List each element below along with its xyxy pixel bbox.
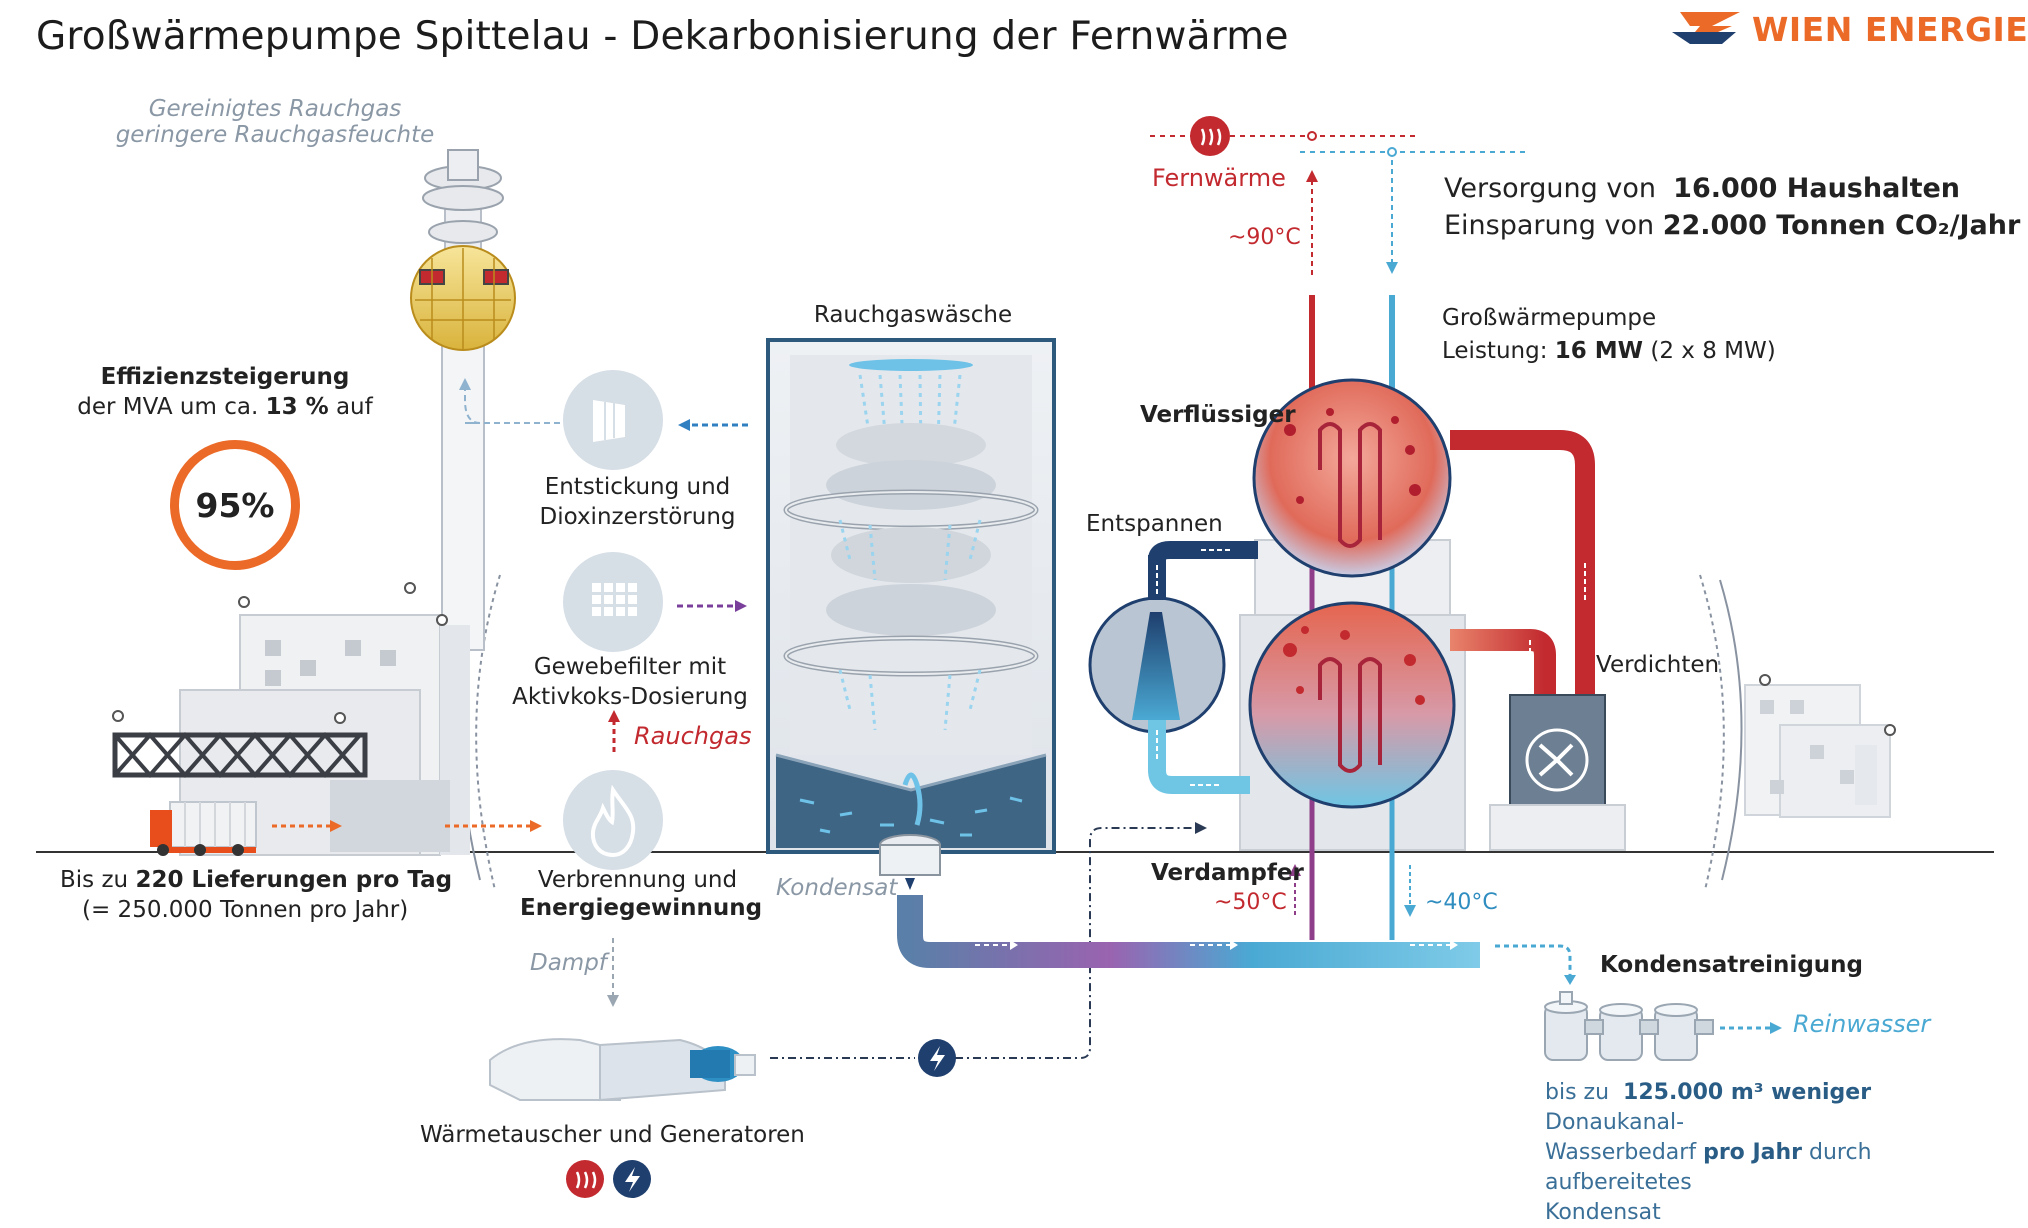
rauchgas-label: Rauchgas: [634, 722, 752, 750]
catalyst-icon: [563, 370, 663, 470]
expansion-valve: [1088, 541, 1258, 794]
evaporator-label: Verdampfer: [1151, 860, 1304, 886]
supply-stats: Versorgung von 16.000 Haushalten Einspar…: [1444, 173, 2021, 241]
flame-icon: [563, 770, 663, 870]
generators-label: Wärmetauscher und Generatoren: [420, 1122, 805, 1148]
kondensat-label: Kondensat: [776, 875, 898, 901]
chimney-tower: [410, 149, 516, 651]
truck-icon: [150, 801, 257, 856]
district-heat-icon: [1190, 116, 1230, 156]
evaporator-vessel: [1248, 601, 1456, 809]
separator-right: [1699, 574, 1725, 891]
wien-energie-logo: WIEN ENERGIE: [1752, 10, 2028, 49]
city-buildings-right: [1744, 674, 1896, 818]
combustion-label: Verbrennung und Energiegewinnung: [520, 867, 763, 921]
flow-arrows: [459, 378, 748, 1007]
compressor: [1450, 427, 1626, 851]
scrubber-tower: [766, 338, 1056, 854]
fan-icon: [1525, 728, 1589, 792]
chimney-label: Gereinigtes Rauchgas geringere Rauchgasf…: [115, 96, 435, 148]
dampf-label: Dampf: [530, 950, 607, 976]
separator-left: [475, 574, 501, 891]
efficiency-percent: 95%: [170, 440, 300, 570]
condensate-pipe: [879, 834, 1576, 985]
condenser-label: Verflüssiger: [1140, 402, 1296, 428]
condensate-note: bis zu 125.000 m³ weniger Donaukanal- Wa…: [1545, 1080, 1872, 1225]
page-title: Großwärmepumpe Spittelau - Dekarbonisier…: [36, 14, 1289, 59]
condensate-cleaning-title: Kondensatreinigung: [1600, 952, 1863, 978]
evaporator-temp-out: ~40°C: [1425, 890, 1498, 915]
reinwasser-label: Reinwasser: [1793, 1010, 1931, 1038]
filter-label: Gewebefilter mit Aktivkoks-Dosierung: [512, 654, 748, 710]
district-heating-connector: [1150, 116, 1530, 275]
delivery-arrow: [272, 820, 542, 832]
wien-energie-logo-icon: [1672, 12, 1740, 44]
heat-icon: [566, 1160, 604, 1198]
generator-icon: [489, 1038, 756, 1102]
deliveries-label: Bis zu 220 Lieferungen pro Tag (= 250.00…: [60, 867, 453, 923]
condensate-tanks: [1544, 991, 1714, 1061]
process-diagram: [36, 12, 1994, 1198]
denox-label: Entstickung und Dioxinzerstörung: [539, 474, 736, 530]
evaporator-temp-in: ~50°C: [1214, 890, 1287, 915]
filter-grid-icon: [563, 552, 663, 652]
scrubber-title: Rauchgaswäsche: [813, 302, 1013, 328]
supply-temp: ~90°C: [1228, 225, 1301, 250]
separator-right-2: [1719, 579, 1743, 881]
compression-label: Verdichten: [1596, 652, 1720, 678]
district-heating-label: Fernwärme: [1152, 164, 1286, 192]
efficiency-label: Effizienzsteigerung der MVA um ca. 13 % …: [77, 364, 373, 420]
condenser-vessel: [1252, 378, 1452, 578]
expansion-label: Entspannen: [1086, 511, 1223, 537]
heat-pump-title: Großwärmepumpe Leistung: 16 MW (2 x 8 MW…: [1442, 305, 1776, 364]
